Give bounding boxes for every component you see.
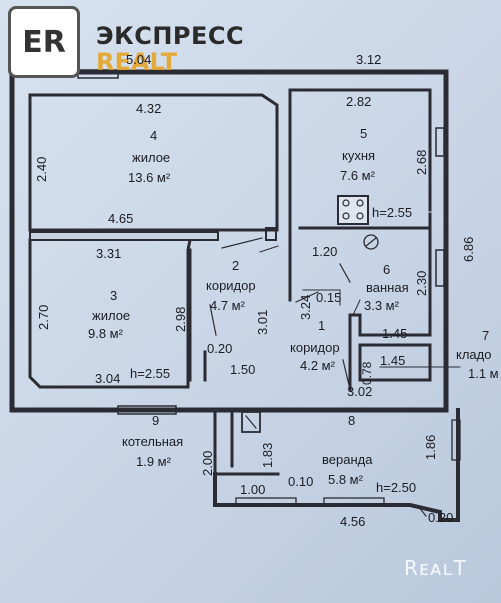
room-name: жилое (92, 308, 131, 323)
dim-label: 1.50 (230, 362, 256, 377)
bath-window (435, 249, 445, 287)
outer-wall (9, 69, 449, 413)
room-number: 1 (318, 318, 326, 333)
leader-line (302, 289, 341, 306)
room-name: коридор (290, 340, 340, 355)
room-number: 9 (152, 413, 160, 428)
dim-label: 1.20 (312, 244, 338, 259)
door-swing (209, 304, 217, 336)
room-area: 1.1 м (468, 366, 499, 381)
dim-label: 3.12 (356, 52, 382, 67)
veranda-window-right (323, 497, 385, 506)
room-number: 7 (482, 328, 490, 343)
room-area: 7.6 м² (340, 168, 375, 183)
dim-label: 1.45 (380, 353, 406, 368)
dim-label: 1.83 (260, 442, 275, 468)
dim-label: 5.04 (126, 52, 152, 67)
logo-mark: ER (8, 6, 80, 78)
room-name: жилое (132, 150, 171, 165)
room-number: 8 (348, 413, 356, 428)
leader-line (259, 245, 279, 253)
door-swing (339, 263, 351, 283)
dim-label: 0.20 (428, 510, 454, 525)
dim-label: 3.24 (298, 294, 313, 320)
bath-fixture-icon (363, 234, 379, 250)
storeroom-wall (358, 343, 432, 382)
room-5-outline (288, 88, 432, 232)
leader-line (352, 299, 361, 316)
room-number: 6 (383, 262, 391, 277)
dim-label: 2.00 (200, 450, 215, 476)
dim-label: 1.00 (240, 482, 266, 497)
room-4-outline (28, 93, 279, 232)
veranda-window-left (235, 497, 297, 506)
stove (337, 195, 369, 225)
veranda-door (417, 505, 427, 517)
room-name: котельная (122, 434, 184, 449)
dim-label: 2.98 (173, 306, 188, 332)
height-label: h=2.50 (376, 480, 417, 495)
watermark: RᴇᴀʟT (404, 556, 467, 580)
room-area: 4.7 м² (210, 298, 245, 313)
dim-label: 2.68 (414, 149, 429, 175)
room-area: 4.2 м² (300, 358, 335, 373)
dim-label: 2.30 (414, 270, 429, 296)
room-number: 3 (110, 288, 118, 303)
dim-label: 3.04 (95, 371, 121, 386)
dim-label: 0.15 (316, 290, 342, 305)
door-swing (342, 359, 350, 386)
room-area: 9.8 м² (88, 326, 123, 341)
dim-label: 1.86 (423, 434, 438, 460)
dim-label: 3.31 (96, 246, 122, 261)
room-number: 5 (360, 126, 368, 141)
room-area: 1.9 м² (136, 454, 171, 469)
door-swing (221, 237, 263, 249)
corridor-2-wall (188, 228, 292, 382)
dim-label: 4.56 (340, 514, 366, 529)
dim-label: 3.02 (347, 384, 373, 399)
dim-label: 2.70 (36, 304, 51, 330)
dim-label: 2.40 (34, 156, 49, 182)
partition-wall-4-3 (29, 231, 219, 241)
kitchen-lower-wall (298, 212, 432, 230)
logo-brand-line1: ЭКСПРЕСС (96, 22, 245, 50)
height-label: h=2.55 (130, 366, 171, 381)
logo-brand-line2: REALT (96, 48, 178, 76)
boiler-icon (241, 411, 261, 433)
room-number: 2 (232, 258, 240, 273)
height-label: h=2.55 (372, 205, 413, 220)
bathroom-wall (348, 228, 432, 392)
dim-label: 0.10 (288, 474, 314, 489)
room-3-outline (28, 238, 192, 389)
dim-label: 0.78 (360, 361, 374, 385)
room3-bottom-window (117, 405, 177, 415)
dim-label: 0.20 (207, 341, 233, 356)
room-name: веранда (322, 452, 373, 467)
room-area: 3.3 м² (364, 298, 399, 313)
dim-label: 6.86 (461, 236, 476, 262)
dim-label: 3.01 (255, 309, 270, 335)
door-swing (295, 291, 319, 303)
room-area: 5.8 м² (328, 472, 363, 487)
room-name: кладо (456, 347, 492, 362)
dim-label: 4.65 (108, 211, 134, 226)
room-area: 13.6 м² (128, 170, 171, 185)
room-name: коридор (206, 278, 256, 293)
room-name: кухня (342, 148, 376, 163)
corridor-2-door (265, 227, 277, 241)
room-number: 4 (150, 128, 158, 143)
veranda-wall (213, 408, 460, 522)
dim-label: 4.32 (136, 101, 162, 116)
dim-label: 1.45 (382, 326, 408, 341)
dim-label: 2.82 (346, 94, 372, 109)
kitchen-window (435, 127, 445, 157)
room-name: ванная (366, 280, 409, 295)
veranda-side-window (451, 419, 461, 461)
